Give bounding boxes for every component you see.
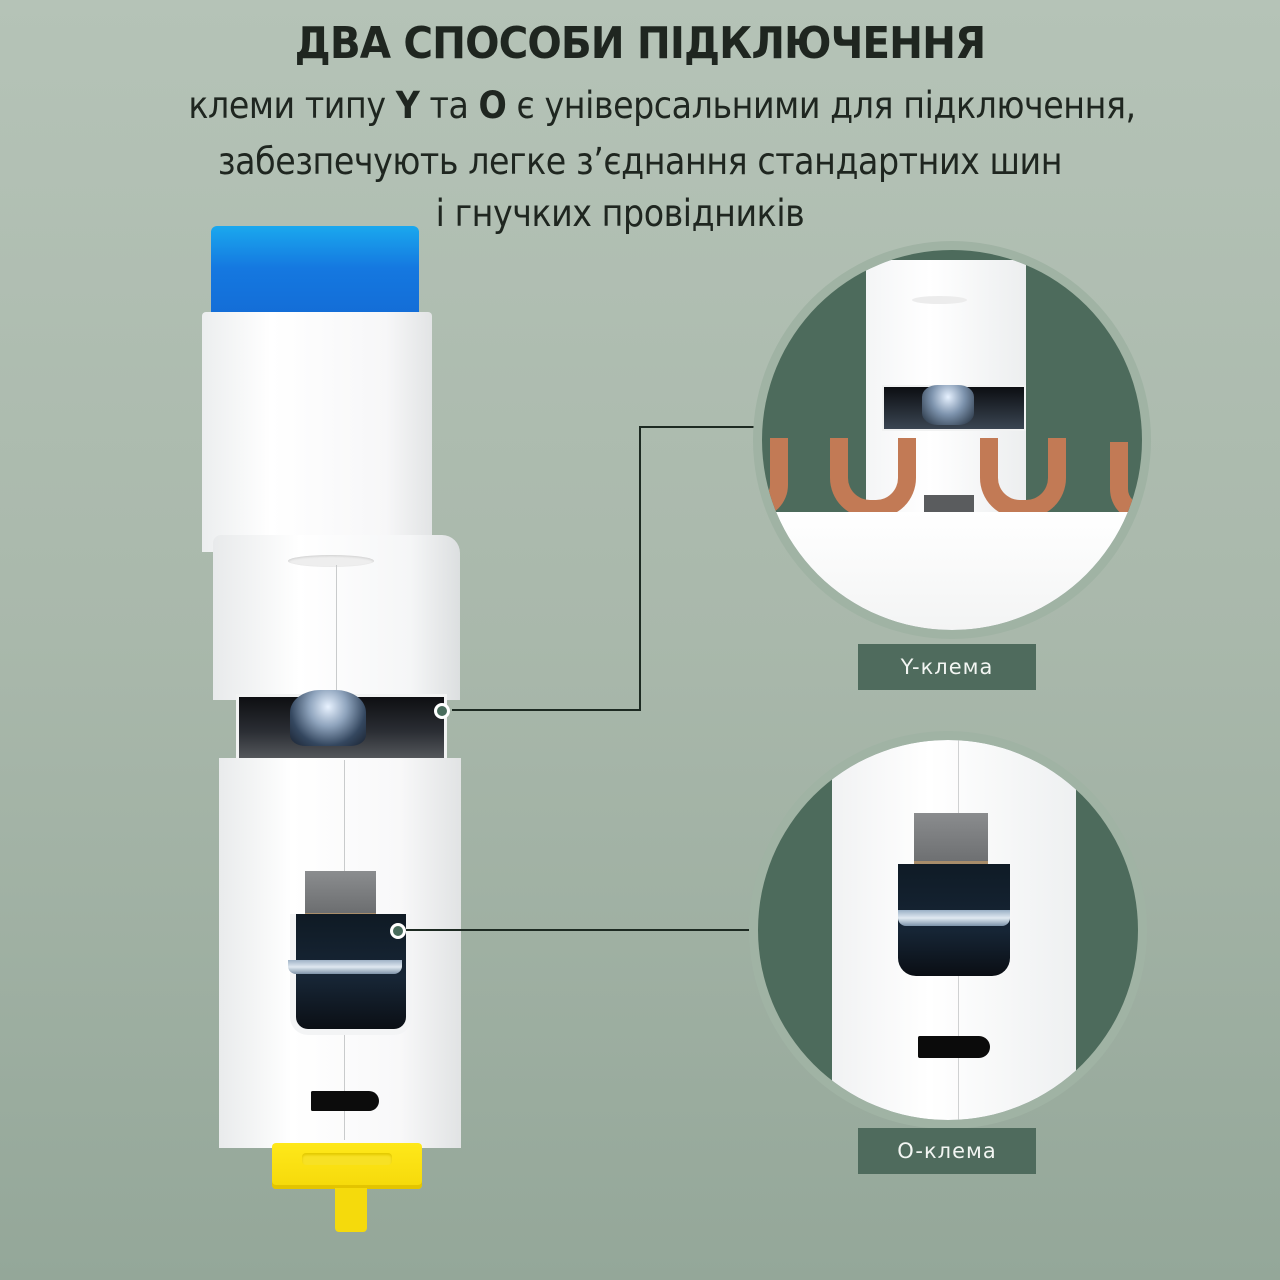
o-terminal-clamp: [288, 960, 402, 974]
module-plate: [924, 495, 974, 513]
module-mark: [918, 1036, 990, 1058]
subtitle-o-emphasis: O: [478, 84, 507, 127]
busbar-base: [762, 512, 1142, 630]
o-terminal-zoom-circle: [758, 740, 1138, 1120]
module-slot: [912, 296, 967, 304]
subtitle-text: та: [419, 84, 479, 127]
din-rail-clip: [272, 1143, 422, 1189]
connector-line-y: [639, 427, 641, 711]
callout-dot-o: [390, 923, 406, 939]
module-screw: [922, 385, 974, 425]
y-terminal-label: Y-клема: [858, 644, 1036, 690]
copper-busbar-fork: [980, 438, 1066, 518]
subtitle-text: клеми типу: [188, 84, 396, 127]
connector-line-y: [639, 426, 759, 428]
subtitle-line-3: і гнучких провідників: [435, 192, 805, 235]
copper-busbar-fork: [762, 438, 788, 518]
y-terminal-zoom-circle: [762, 250, 1142, 630]
copper-busbar-fork: [1110, 442, 1142, 522]
module-plate: [914, 813, 988, 864]
connector-line-o: [406, 929, 756, 931]
page-title: ДВА СПОСОБИ ПІДКЛЮЧЕННЯ: [294, 18, 987, 69]
subtitle-line-1: клеми типу Y та O є універсальними для п…: [86, 84, 1238, 127]
indicator-mark: [311, 1091, 379, 1111]
breaker-toggle-handle: [211, 226, 419, 320]
module-o-clamp: [898, 910, 1010, 926]
subtitle-text: є універсальними для підключення,: [506, 84, 1137, 127]
o-terminal-plate: [305, 871, 376, 916]
breaker-seam: [336, 565, 337, 695]
terminal-screw: [290, 690, 366, 746]
breaker-slot: [288, 555, 374, 567]
subtitle-line-2: забезпечують легке з’єднання стандартних…: [217, 140, 1063, 183]
subtitle-y-emphasis: Y: [395, 84, 420, 127]
connector-line-y: [452, 709, 640, 711]
callout-dot-y: [434, 703, 450, 719]
breaker-body-upper: [202, 312, 432, 552]
din-rail-clip-tab: [335, 1188, 367, 1232]
copper-busbar-fork: [830, 438, 916, 518]
o-terminal-label: O-клема: [858, 1128, 1036, 1174]
